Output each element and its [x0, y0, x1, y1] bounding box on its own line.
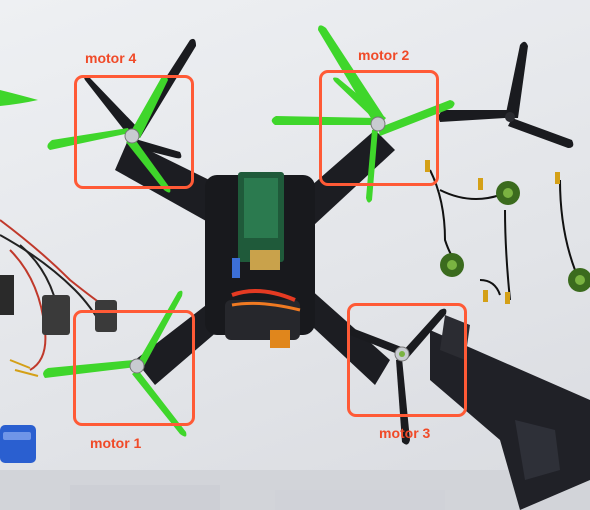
- motor-4-highlight-box: [74, 75, 194, 189]
- plastic-case: [275, 490, 445, 510]
- motor-4-label: motor 4: [85, 50, 137, 66]
- motor-2-label: motor 2: [358, 47, 410, 63]
- propeller-motor-3: [347, 308, 447, 445]
- plastic-case: [70, 485, 220, 510]
- propeller-motor-4: [47, 38, 196, 193]
- spare-motors: [425, 160, 590, 304]
- esc-wiring: [0, 219, 117, 377]
- loose-propeller-blade: [0, 90, 38, 106]
- motor-3-highlight-box: [347, 303, 467, 417]
- motor-2-highlight-box: [319, 70, 439, 186]
- motor-1-label: motor 1: [90, 435, 142, 451]
- battery: [0, 425, 36, 463]
- motor-3-label: motor 3: [379, 425, 431, 441]
- flight-controller: [231, 172, 301, 348]
- motor-1-highlight-box: [73, 310, 195, 426]
- spare-propeller: [438, 41, 574, 148]
